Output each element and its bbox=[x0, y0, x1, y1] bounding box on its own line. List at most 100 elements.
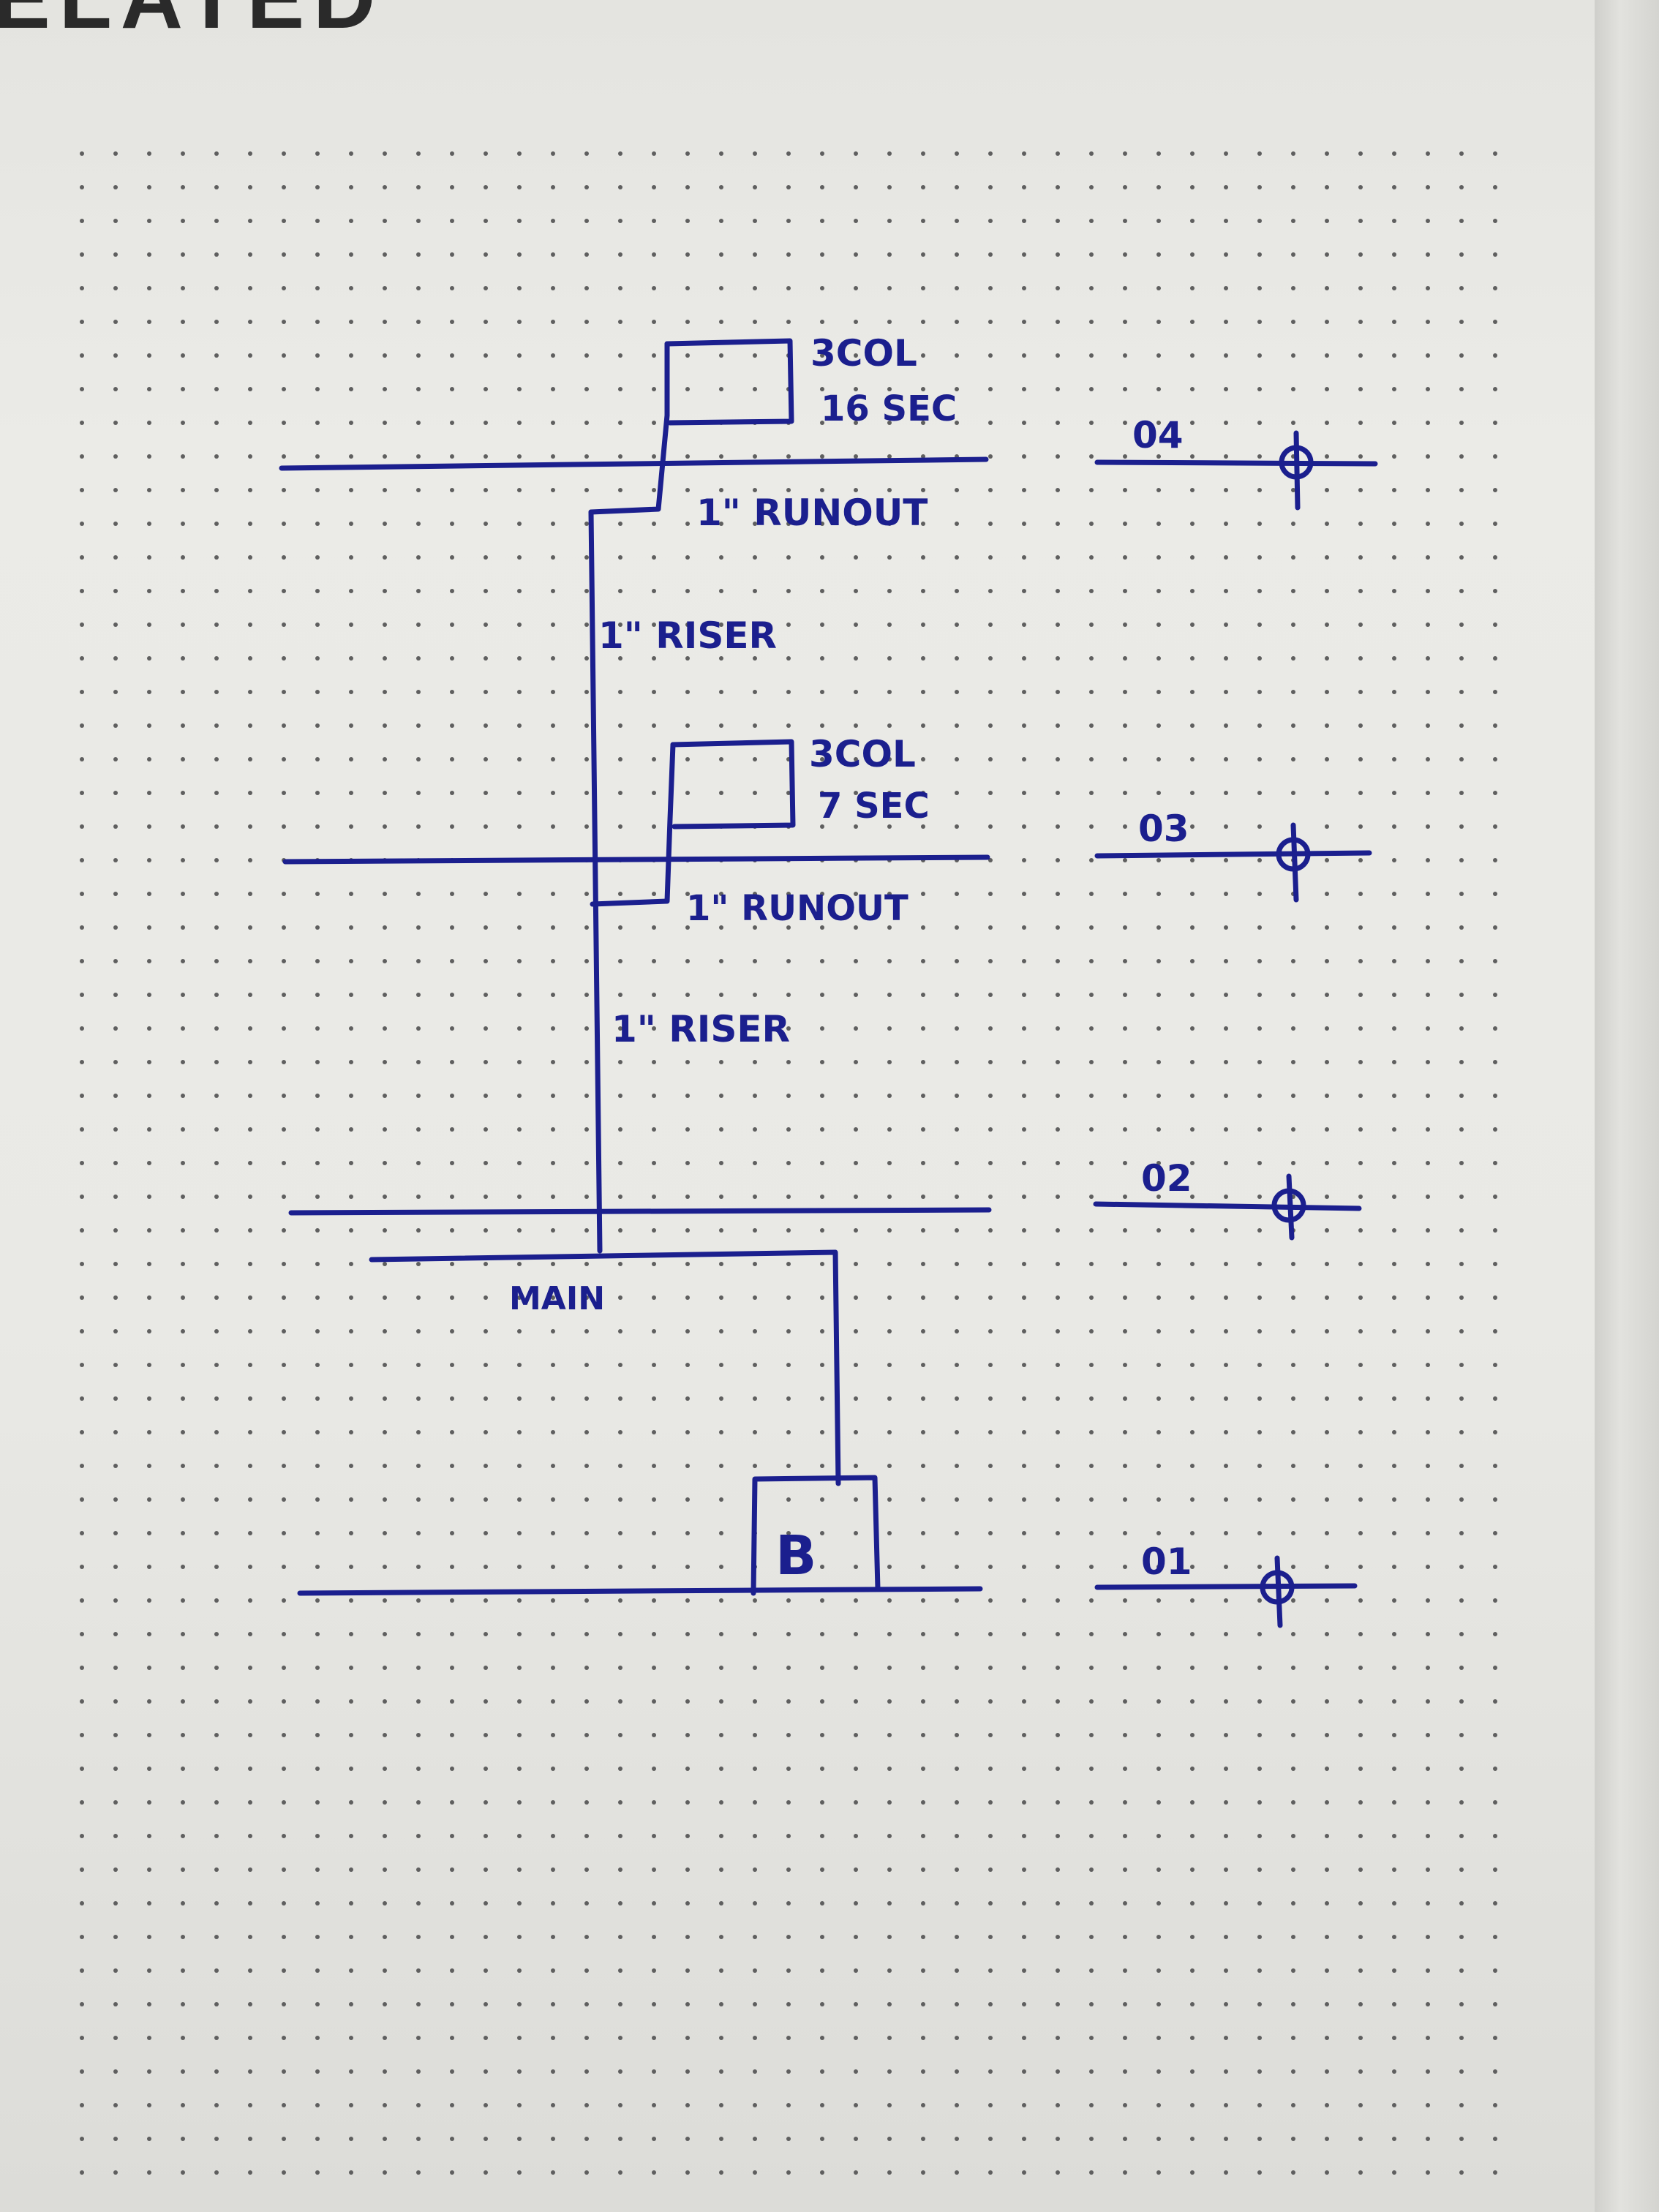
grid-dot bbox=[685, 791, 690, 795]
grid-dot bbox=[618, 791, 622, 795]
grid-dot bbox=[1426, 1295, 1430, 1300]
grid-dot bbox=[1459, 1834, 1464, 1838]
grid-dot bbox=[147, 2002, 151, 2006]
grid-dot bbox=[1291, 1800, 1295, 1805]
grid-dot bbox=[551, 1127, 555, 1132]
grid-dot bbox=[786, 1699, 791, 1704]
grid-dot bbox=[1325, 757, 1329, 761]
grid-dot bbox=[921, 1094, 925, 1098]
grid-dot bbox=[1224, 555, 1228, 560]
grid-dot bbox=[248, 1632, 252, 1636]
grid-dot bbox=[618, 1901, 622, 1906]
grid-dot bbox=[113, 1968, 118, 1973]
grid-dot bbox=[315, 1767, 320, 1771]
grid-dot bbox=[282, 1497, 286, 1502]
grid-dot bbox=[1257, 1666, 1262, 1670]
grid-dot bbox=[113, 1127, 118, 1132]
grid-dot bbox=[753, 2002, 757, 2006]
grid-dot bbox=[1493, 454, 1497, 459]
grid-dot bbox=[248, 1666, 252, 1670]
grid-dot bbox=[80, 2137, 84, 2141]
grid-dot bbox=[1459, 824, 1464, 829]
grid-dot bbox=[854, 1026, 858, 1031]
grid-dot bbox=[1325, 2036, 1329, 2040]
grid-dot bbox=[1123, 2170, 1127, 2175]
grid-dot bbox=[181, 454, 185, 459]
grid-dot bbox=[887, 1363, 892, 1367]
grid-dot bbox=[113, 656, 118, 661]
grid-dot bbox=[753, 1060, 757, 1064]
grid-dot bbox=[147, 2036, 151, 2040]
grid-dot bbox=[618, 555, 622, 560]
grid-dot bbox=[584, 2036, 589, 2040]
grid-dot bbox=[1056, 1329, 1060, 1333]
grid-dot bbox=[652, 1968, 656, 1973]
grid-dot bbox=[1426, 1800, 1430, 1805]
grid-dot bbox=[1156, 1834, 1161, 1838]
grid-dot bbox=[248, 757, 252, 761]
grid-dot bbox=[753, 1767, 757, 1771]
grid-dot bbox=[551, 1867, 555, 1872]
grid-dot bbox=[854, 791, 858, 795]
grid-dot bbox=[753, 1228, 757, 1233]
grid-dot bbox=[551, 1497, 555, 1502]
grid-dot bbox=[921, 454, 925, 459]
grid-dot bbox=[786, 1834, 791, 1838]
grid-dot bbox=[1257, 1834, 1262, 1838]
grid-dot bbox=[1459, 1733, 1464, 1737]
grid-dot bbox=[719, 1329, 723, 1333]
grid-dot bbox=[1089, 2036, 1094, 2040]
grid-dot bbox=[1257, 219, 1262, 223]
grid-dot bbox=[349, 1329, 353, 1333]
grid-dot bbox=[955, 1195, 959, 1199]
grid-dot bbox=[349, 185, 353, 189]
grid-dot bbox=[551, 286, 555, 290]
grid-dot bbox=[551, 1060, 555, 1064]
grid-dot bbox=[786, 286, 791, 290]
grid-dot bbox=[1358, 1464, 1363, 1468]
grid-dot bbox=[685, 1329, 690, 1333]
grid-dot bbox=[181, 1295, 185, 1300]
grid-dot bbox=[854, 522, 858, 526]
grid-dot bbox=[1022, 925, 1026, 930]
grid-dot bbox=[1392, 488, 1396, 492]
grid-dot bbox=[1358, 892, 1363, 896]
grid-dot bbox=[147, 791, 151, 795]
grid-dot bbox=[551, 1295, 555, 1300]
grid-dot bbox=[753, 622, 757, 627]
grid-dot bbox=[1022, 1800, 1026, 1805]
grid-dot bbox=[1325, 185, 1329, 189]
grid-dot bbox=[416, 387, 421, 391]
grid-dot bbox=[1459, 1531, 1464, 1535]
grid-dot bbox=[786, 151, 791, 156]
grid-dot bbox=[988, 1228, 993, 1233]
grid-dot bbox=[517, 1935, 522, 1939]
grid-dot bbox=[786, 1161, 791, 1165]
grid-dot bbox=[1089, 2103, 1094, 2107]
riser-pipe bbox=[588, 509, 603, 1254]
grid-dot bbox=[618, 1262, 622, 1266]
grid-dot bbox=[214, 1026, 219, 1031]
grid-dot bbox=[315, 353, 320, 358]
grid-dot bbox=[1224, 993, 1228, 997]
grid-dot bbox=[1493, 1834, 1497, 1838]
grid-dot bbox=[1190, 151, 1195, 156]
grid-dot bbox=[551, 1699, 555, 1704]
grid-dot bbox=[652, 1026, 656, 1031]
grid-dot bbox=[1022, 1867, 1026, 1872]
grid-dot bbox=[1123, 286, 1127, 290]
grid-dot bbox=[113, 925, 118, 930]
grid-dot bbox=[988, 286, 993, 290]
grid-dot bbox=[1257, 1632, 1262, 1636]
runout-label-upper: 1" RUNOUT bbox=[696, 492, 928, 534]
grid-dot bbox=[1392, 858, 1396, 862]
grid-dot bbox=[1022, 320, 1026, 324]
grid-dot bbox=[988, 320, 993, 324]
grid-dot bbox=[1325, 1497, 1329, 1502]
grid-dot bbox=[517, 1901, 522, 1906]
grid-dot bbox=[349, 656, 353, 661]
grid-dot bbox=[181, 488, 185, 492]
grid-dot bbox=[80, 1026, 84, 1031]
grid-dot bbox=[988, 1598, 993, 1603]
grid-dot bbox=[80, 1329, 84, 1333]
